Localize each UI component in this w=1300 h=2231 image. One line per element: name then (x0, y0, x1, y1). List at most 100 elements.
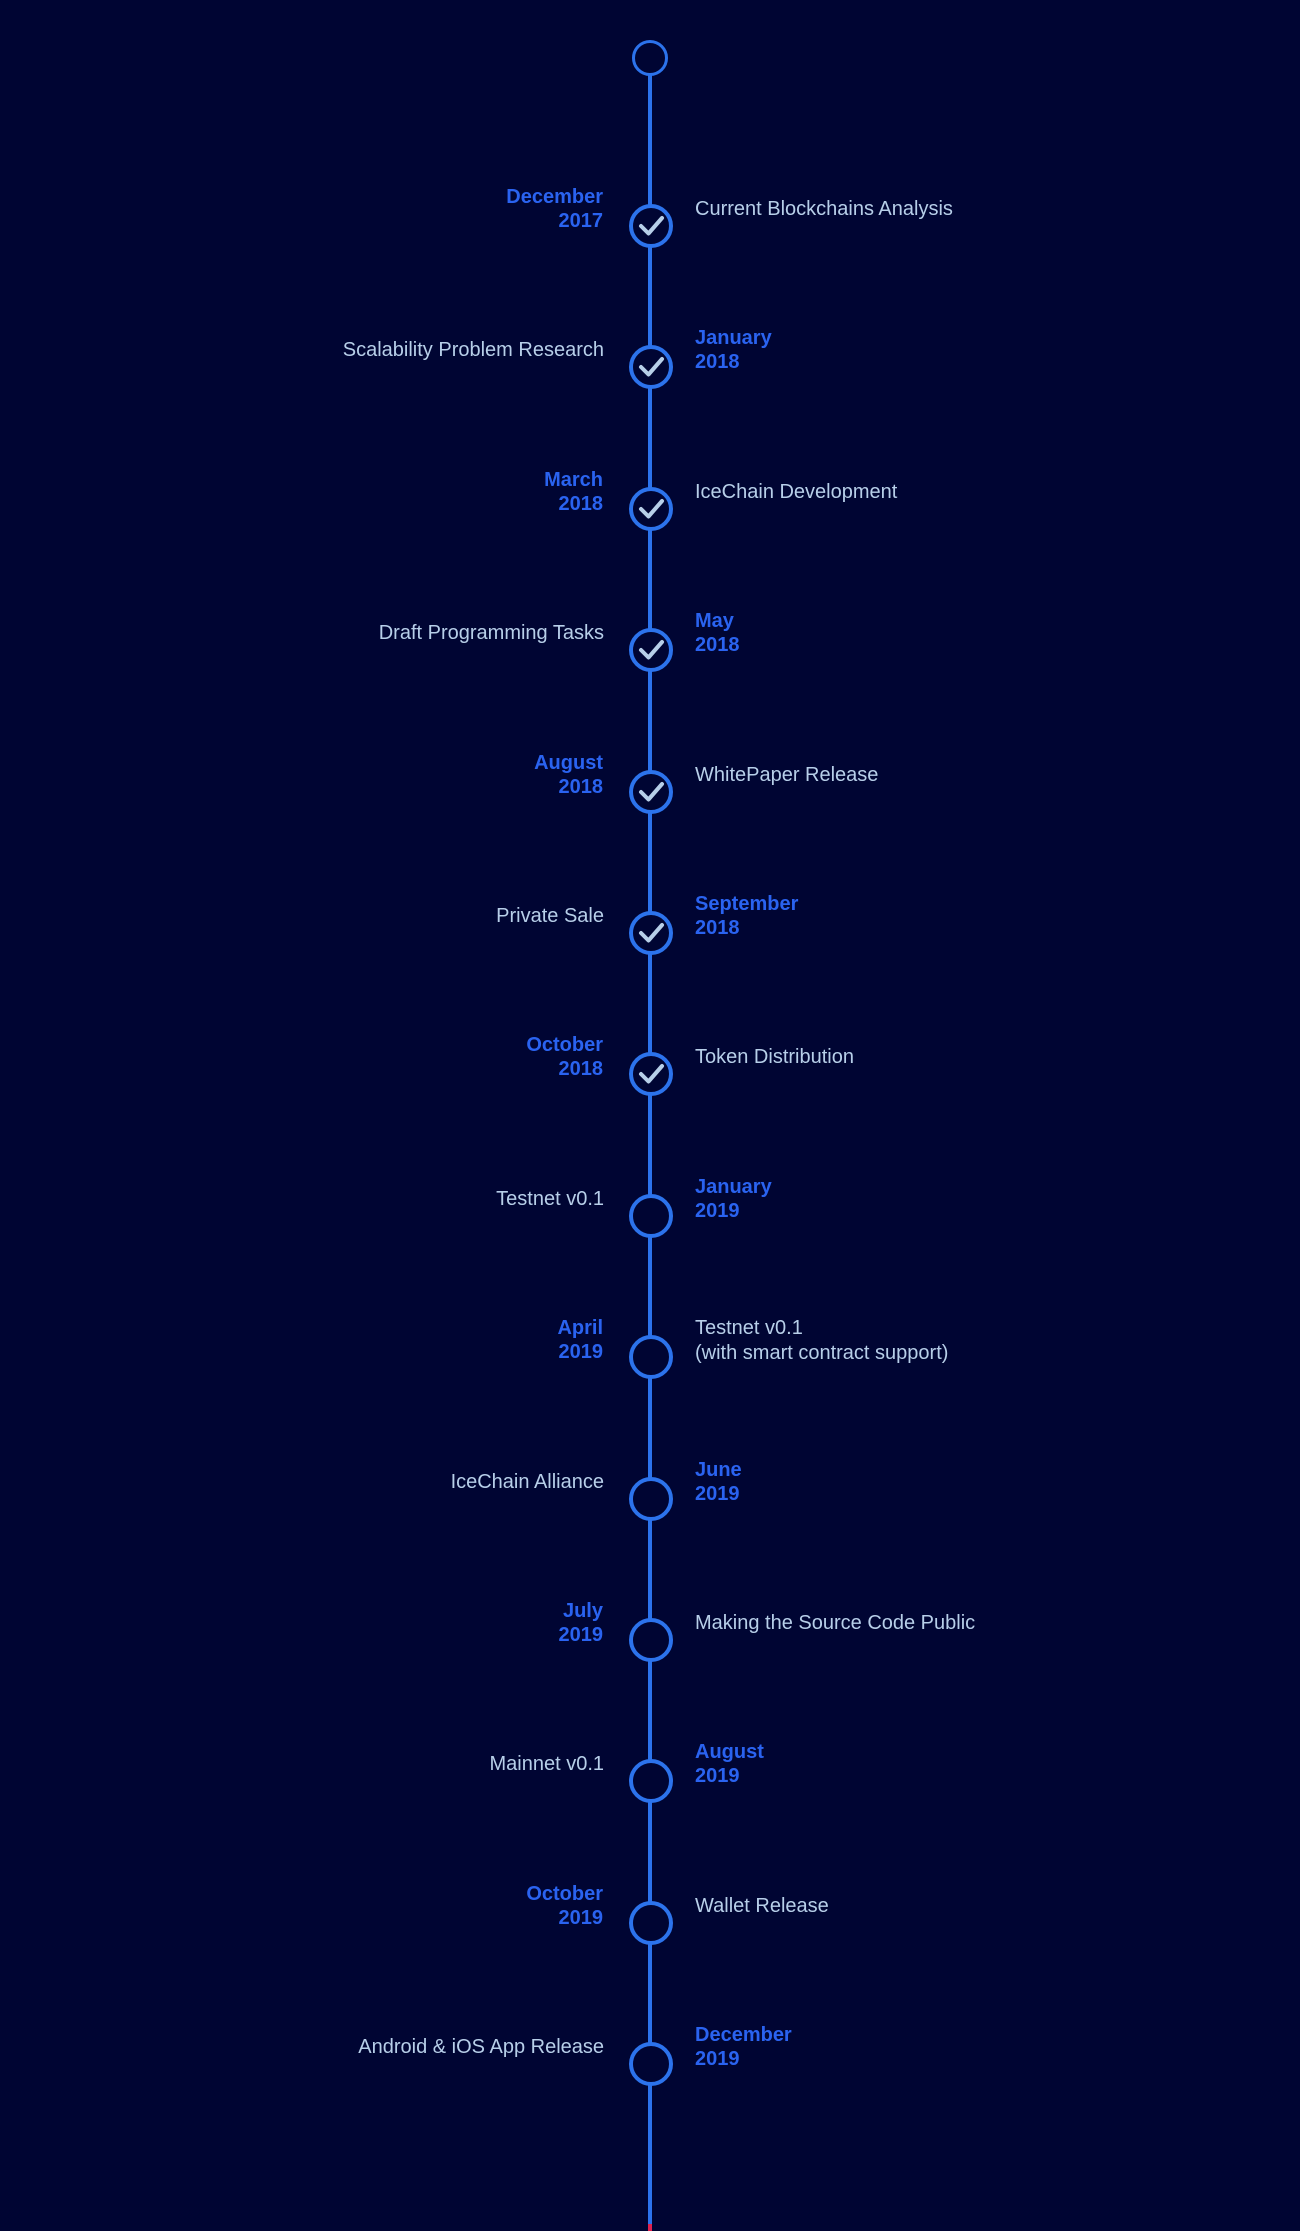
milestone-date-month: January (695, 1176, 772, 1198)
milestone-label: Draft Programming Tasks (180, 621, 604, 646)
milestone-date-month: December (506, 186, 603, 208)
milestone-date-month: October (526, 1034, 603, 1056)
milestone-node-completed (629, 911, 673, 955)
milestone-date-year: 2019 (558, 1624, 604, 1646)
milestone-label-text: WhitePaper Release (695, 764, 879, 786)
milestone-label: Wallet Release (695, 1894, 1175, 1919)
milestone-label: IceChain Development (695, 480, 1175, 505)
milestone-node-completed (629, 487, 673, 531)
milestone-date-year: 2018 (695, 917, 740, 939)
milestone-label-text: Token Distribution (695, 1046, 854, 1068)
milestone-label-text: Making the Source Code Public (695, 1612, 976, 1634)
milestone-label-text: IceChain Alliance (450, 1471, 604, 1493)
milestone-date-month: March (544, 469, 603, 491)
milestone-date-year: 2018 (695, 351, 740, 373)
milestone-date-month: April (557, 1317, 603, 1339)
milestone-date-month: August (534, 752, 603, 774)
milestone-label-text: Draft Programming Tasks (378, 622, 604, 644)
milestone-label: Testnet v0.1 (180, 1187, 604, 1212)
milestone-date-year: 2018 (558, 1058, 604, 1080)
milestone-date-month: June (695, 1459, 742, 1481)
milestone-date-month: July (562, 1600, 603, 1622)
milestone-label: Scalability Problem Research (180, 338, 604, 363)
milestone-node-pending (629, 1759, 673, 1803)
milestone-node-pending (629, 1618, 673, 1662)
milestone-label-text: Private Sale (496, 905, 604, 927)
milestone-node-completed (629, 345, 673, 389)
milestone-label: Testnet v0.1 (with smart contract support… (695, 1316, 1175, 1366)
milestone-label-text: Current Blockchains Analysis (695, 198, 953, 220)
milestone-label: WhitePaper Release (695, 763, 1175, 788)
milestone-date-year: 2018 (558, 493, 604, 515)
milestone-node-pending (629, 1194, 673, 1238)
milestone-label-text: IceChain Development (695, 481, 898, 503)
milestone-date-month: January (695, 327, 772, 349)
milestone-node-completed (629, 628, 673, 672)
milestone-node-completed (629, 770, 673, 814)
milestone-label: Current Blockchains Analysis (695, 197, 1175, 222)
milestone-node-pending (629, 2042, 673, 2086)
milestone-label: IceChain Alliance (180, 1470, 604, 1495)
milestone-label-subtext: (with smart contract support) (695, 1342, 949, 1364)
milestone-label-text: Android & iOS App Release (358, 2036, 604, 2058)
milestone-node-pending (629, 1901, 673, 1945)
milestone-label: Private Sale (180, 904, 604, 929)
milestone-date-year: 2019 (558, 1907, 604, 1929)
milestone-node-pending (629, 1477, 673, 1521)
milestone-date-year: 2017 (558, 210, 604, 232)
milestone-label-text: Scalability Problem Research (342, 339, 604, 361)
milestone-date-year: 2019 (695, 1765, 740, 1787)
milestone-date-year: 2018 (695, 634, 740, 656)
milestone-node-pending (629, 1335, 673, 1379)
milestone-date-month: October (526, 1883, 603, 1905)
milestone-date-year: 2019 (695, 1483, 740, 1505)
milestone-date-month: December (695, 2024, 792, 2046)
milestone-label-text: Testnet v0.1 (695, 1317, 803, 1339)
milestone-label: Mainnet v0.1 (180, 1752, 604, 1777)
milestone-date-year: 2019 (695, 2048, 740, 2070)
milestone-date-month: September (695, 893, 799, 915)
milestone-node-completed (629, 204, 673, 248)
milestone-node-completed (629, 1052, 673, 1096)
milestone-label-text: Testnet v0.1 (496, 1188, 604, 1210)
milestone-label-text: Wallet Release (695, 1895, 829, 1917)
milestone-date-year: 2018 (558, 776, 604, 798)
milestone-date-year: 2019 (558, 1341, 604, 1363)
milestone-label-text: Mainnet v0.1 (489, 1753, 604, 1775)
milestone-label: Token Distribution (695, 1045, 1175, 1070)
milestone-date-month: August (695, 1741, 764, 1763)
timeline-start-node (632, 40, 668, 76)
timeline-spine (648, 72, 652, 2231)
milestone-label: Android & iOS App Release (180, 2035, 604, 2060)
timeline-tail-marker (648, 2224, 652, 2231)
milestone-date-month: May (695, 610, 734, 632)
